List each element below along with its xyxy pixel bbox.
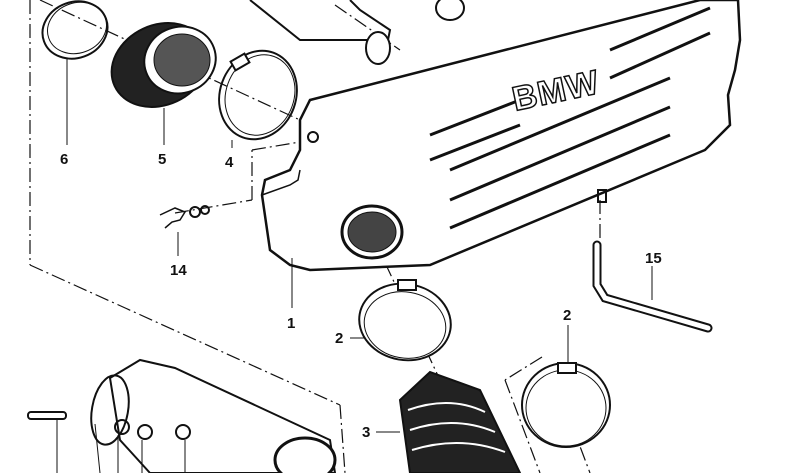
- part-label-2-right: 2: [563, 307, 572, 324]
- part-label-4: 4: [225, 154, 234, 171]
- part-label-3: 3: [362, 424, 371, 441]
- part-label-6: 6: [60, 151, 69, 168]
- part-label-1: 1: [287, 315, 296, 332]
- part-label-14: 14: [170, 262, 187, 279]
- part-label-2-left: 2: [335, 330, 344, 347]
- part-label-15: 15: [645, 250, 662, 267]
- part-label-5: 5: [158, 151, 167, 168]
